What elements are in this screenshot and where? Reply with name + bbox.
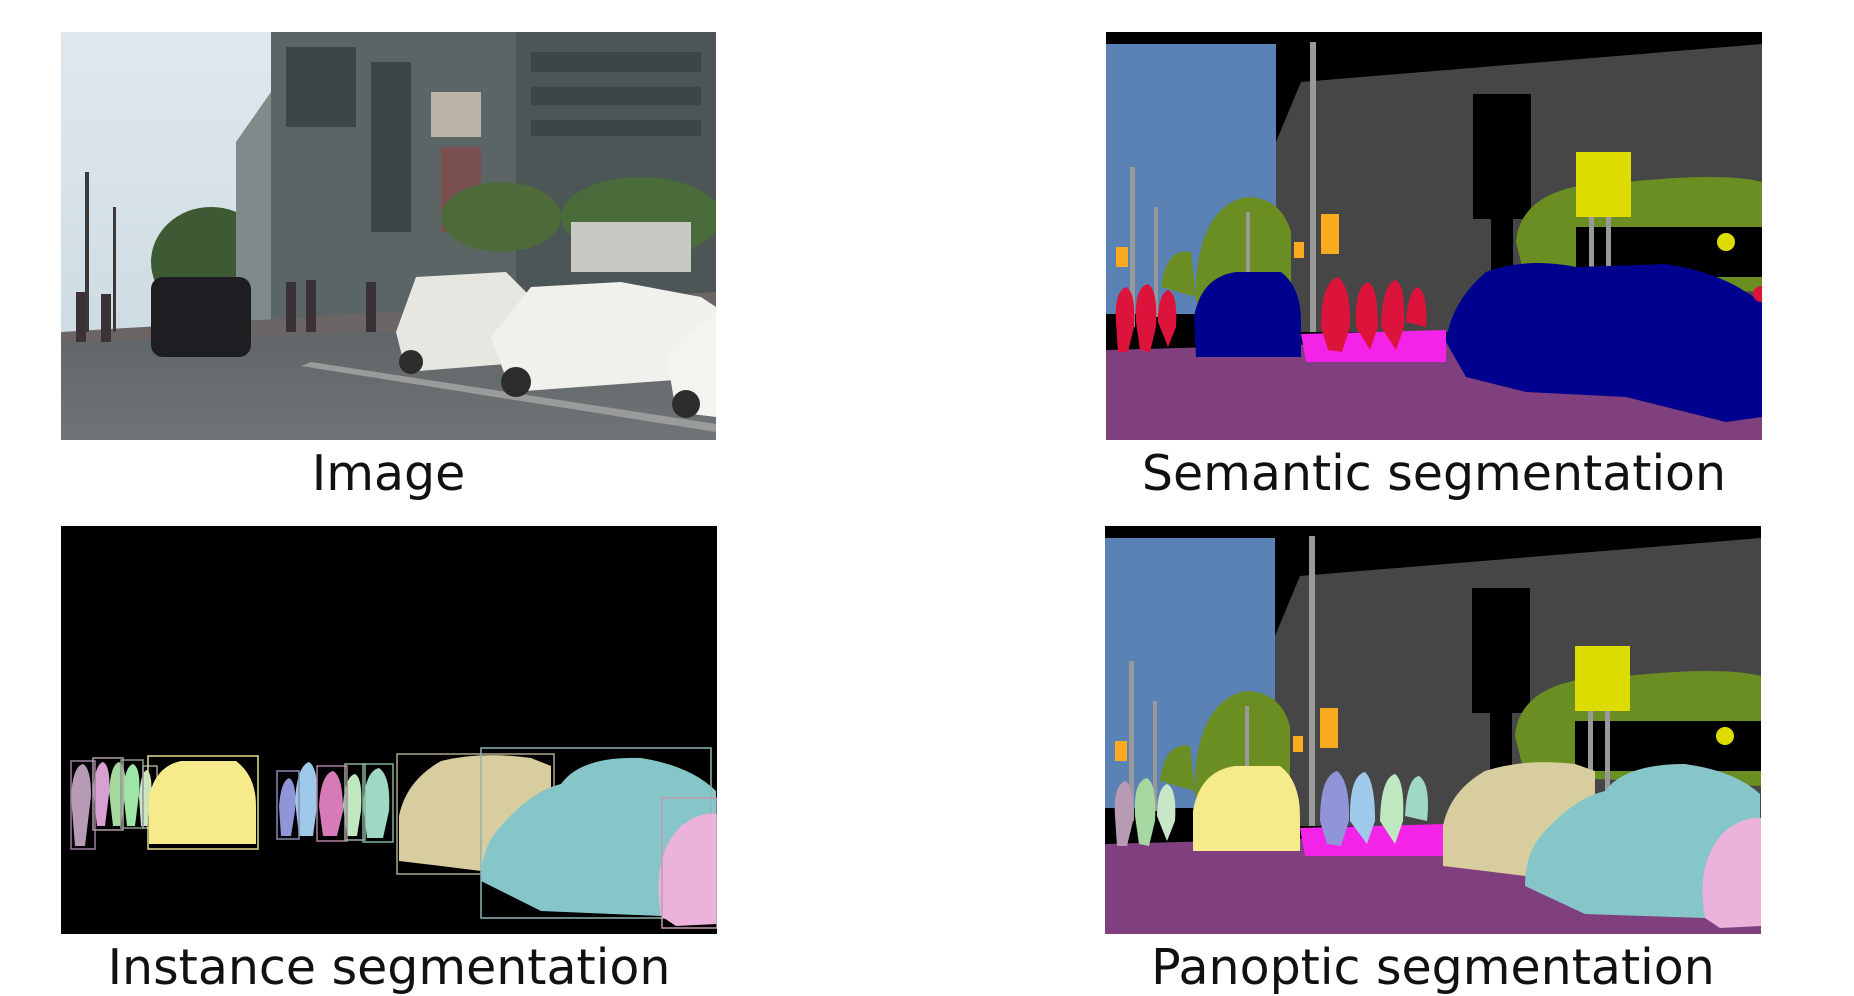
instance-segmentation-map: [61, 526, 717, 934]
car-region: [1194, 272, 1301, 357]
traffic-sign-region: [1576, 152, 1631, 217]
traffic-light-region: [1321, 214, 1339, 254]
caption-panoptic: Panoptic segmentation: [1151, 939, 1715, 996]
car-instance-yellow: [149, 761, 256, 844]
caption-instance: Instance segmentation: [107, 939, 671, 996]
person-region: [1115, 277, 1427, 352]
caption-image: Image: [311, 445, 466, 502]
car-instance-teal: [481, 757, 716, 916]
car-instance-pink: [658, 813, 717, 926]
caption-semantic: Semantic segmentation: [1141, 445, 1727, 502]
panoptic-segmentation-map: [1105, 526, 1761, 934]
semantic-segmentation-map: [1106, 32, 1762, 440]
street-photo: [61, 32, 716, 440]
